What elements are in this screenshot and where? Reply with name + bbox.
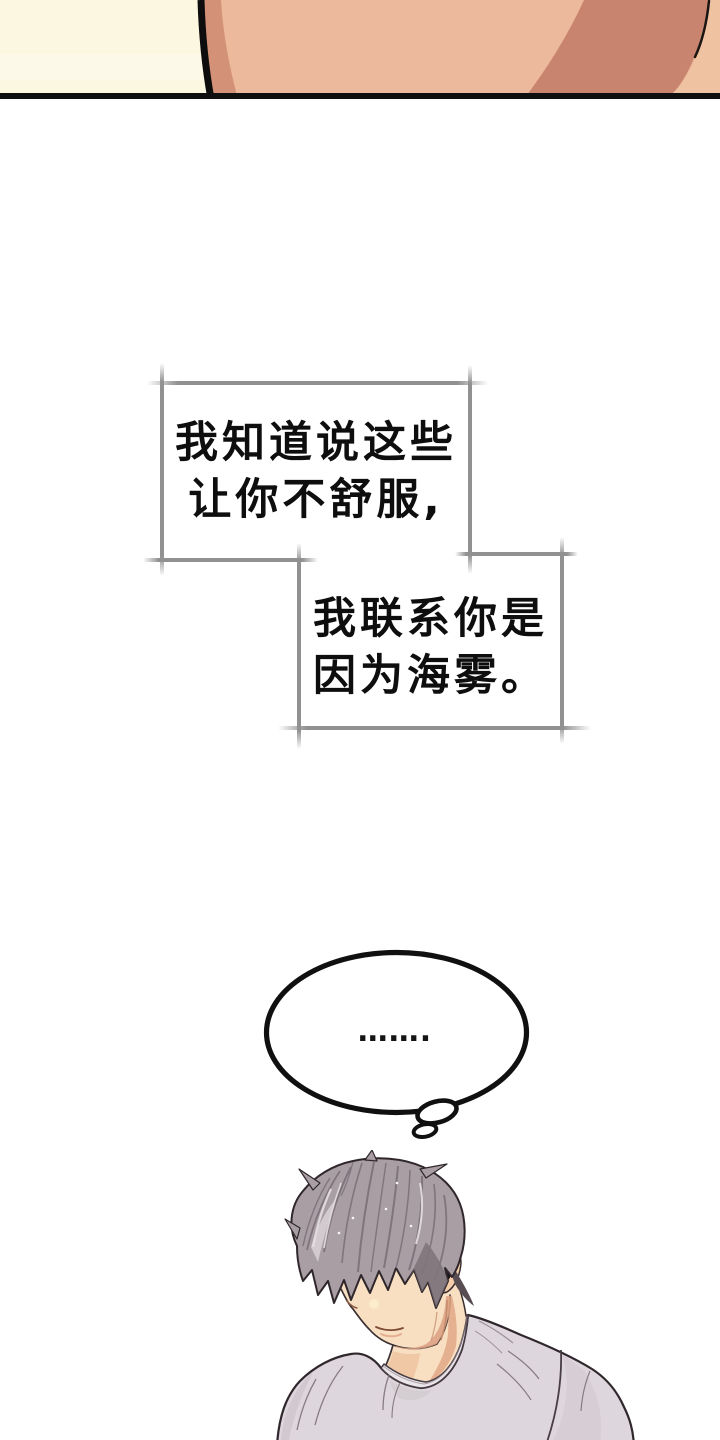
shirt-wrinkles <box>296 1320 591 1440</box>
bubble-2-left-border <box>297 543 301 749</box>
speech-bubble-2 <box>301 556 560 726</box>
hair-specks <box>337 1181 413 1235</box>
under-jaw-shadow <box>395 1297 450 1350</box>
hair-highlight-strands <box>311 1182 424 1249</box>
bubble-1-left-border <box>160 363 164 576</box>
bubble-2-text: 我联系你是 因为海雾。 <box>301 556 560 726</box>
bubble-2-right-border <box>560 537 564 744</box>
top-panel-art <box>0 0 720 99</box>
mouth-line <box>375 1326 404 1332</box>
shirt-shade-right <box>553 1354 602 1440</box>
skin-dark-band <box>524 0 708 99</box>
thought-bubble-tail-small <box>411 1121 439 1140</box>
nape-hair-shadow <box>451 1264 474 1306</box>
character-illustration <box>276 1150 635 1440</box>
shirt-shade-left <box>280 1372 313 1440</box>
collar-band <box>380 1314 469 1389</box>
hair-bang-shadow <box>408 1242 448 1308</box>
lip-shade-line <box>380 1333 402 1338</box>
bubble-1-right-border <box>468 365 472 574</box>
wall-light-band <box>0 54 205 80</box>
cheek-highlight <box>369 1299 379 1309</box>
hair-flyaway-3 <box>419 1163 448 1179</box>
hair-flyaway-4 <box>364 1150 378 1162</box>
bubble-1-top-border <box>147 381 488 385</box>
bubble-1-line-1: 我知道说这些 <box>175 418 457 468</box>
nose-line <box>346 1300 358 1309</box>
hair-flyaway-1 <box>298 1168 321 1191</box>
hair-highlight-patch <box>311 1200 335 1262</box>
shirt-shade-under-collar <box>390 1380 432 1401</box>
bubble-1-text: 我知道说这些 让你不舒服, <box>164 385 468 559</box>
panel-bottom-border <box>0 93 720 99</box>
skin-crease-line <box>693 0 711 59</box>
bubble-2-line-1: 我联系你是 <box>313 594 548 644</box>
bubble-2-line-2: 因为海雾。 <box>313 651 548 701</box>
thought-bubble-tail-large <box>415 1098 459 1126</box>
thought-bubble <box>263 949 530 1140</box>
neck-right-shadow <box>428 1296 457 1383</box>
bubble-2-top-border <box>455 552 578 556</box>
thought-bubble-text: ……. <box>357 1013 433 1049</box>
panel-divider-line <box>197 0 215 99</box>
neck-crease-1 <box>440 1299 448 1341</box>
bubble-1-line-2: 让你不舒服, <box>188 475 444 525</box>
bubble-2-bottom-border <box>278 726 591 730</box>
neck-crease-2 <box>430 1311 438 1342</box>
bubble-1-bottom-border <box>143 558 318 562</box>
collar-mid-line <box>382 1315 468 1385</box>
thought-bubble-body <box>263 949 530 1116</box>
hair-flyaway-2 <box>284 1218 301 1240</box>
skin-strip-shade <box>203 0 238 99</box>
speech-bubble-1 <box>164 385 468 559</box>
